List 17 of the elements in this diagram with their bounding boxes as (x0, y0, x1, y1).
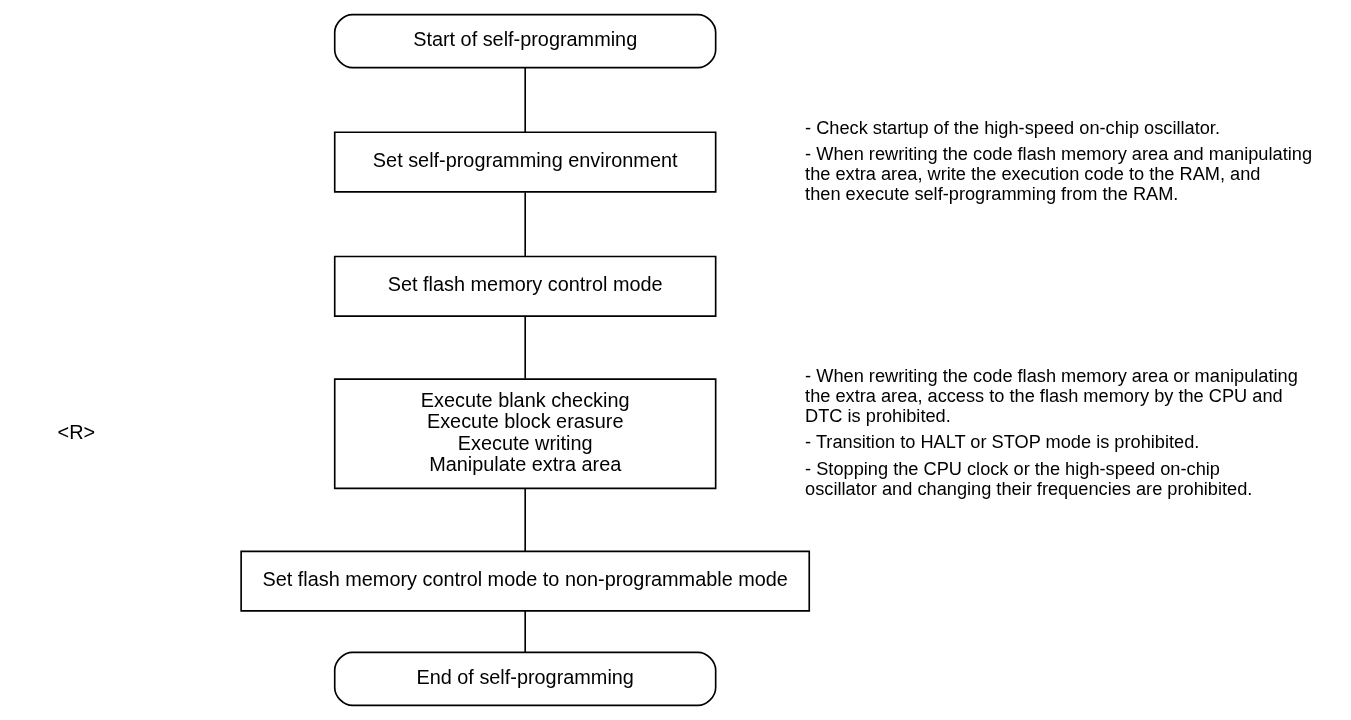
connector (524, 191, 527, 257)
connector (524, 488, 527, 553)
connector (524, 315, 527, 380)
label: <R> (57, 420, 96, 443)
node-box: Execute blank checking Execute block erasure Execute writing Manipulate extra area (333, 378, 717, 490)
connector (524, 66, 527, 134)
label: - When rewriting the code flash memory area or manipulating the extra area, access to the flash memory by the CPU and DTC is prohibited. (805, 366, 1298, 426)
node-box: Set flash memory control mode (333, 255, 717, 317)
label: - Stopping the CPU clock or the high-speed on-chip oscillator and changing their frequencies are prohibited. (805, 458, 1253, 499)
label: - Transition to HALT or STOP mode is prohibited. (805, 432, 1200, 453)
node-label: - Check startup of the high-speed on-chip oscillator. (805, 117, 1220, 138)
node-box: Set flash memory control mode to non-programmable mode (240, 550, 811, 612)
node-box: End of self-programming (333, 651, 717, 707)
connector (524, 610, 527, 653)
node-box: Set self-programming environment (333, 131, 717, 193)
node-label: - When rewriting the code flash memory area and manipulating the extra area, write the execution code to the RAM, and then execute self-programming from the RAM. (805, 144, 1313, 204)
node-box: Start of self-programming (333, 13, 717, 69)
